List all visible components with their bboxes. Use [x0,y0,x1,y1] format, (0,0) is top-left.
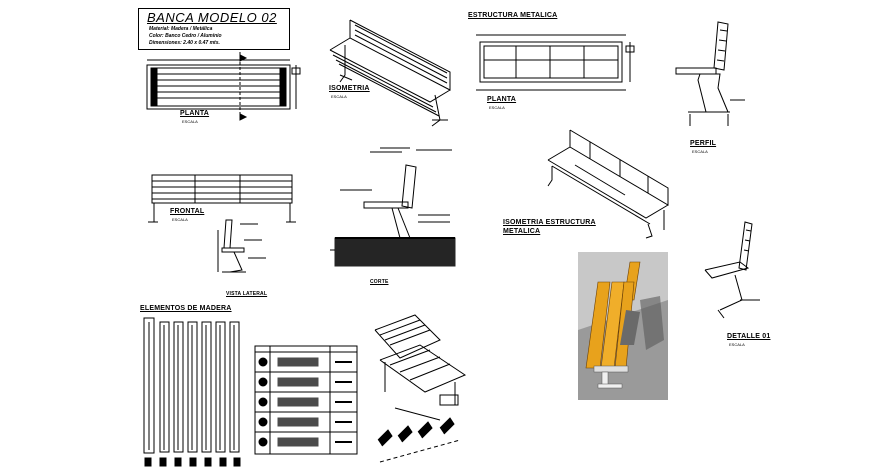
material-text: Material: Madera / Metálica [149,26,213,32]
label-vista-lateral: VISTA LATERAL [226,291,268,297]
label-isometria-estructura: ISOMETRIA ESTRUCTURA METALICA [503,219,596,235]
wood-elements-drawing [143,317,241,467]
scale-planta-estructura: ESCALA [489,105,505,110]
profile-view-drawing [675,21,745,126]
side-view-small-drawing [217,219,266,273]
title-block: BANCA MODELO 02 Material: Madera / Metál… [138,8,290,50]
scale-planta: ESCALA [182,119,198,124]
label-planta-estructura: PLANTA [487,96,517,103]
scale-perfil: ESCALA [692,149,708,154]
exploded-parts-drawing [377,417,461,463]
metal-structure-plan-drawing [476,34,635,91]
label-detalle: DETALLE 01 [727,333,771,340]
isometric-seat-drawing [374,314,467,421]
isometric-bench-drawing [329,19,451,127]
label-perfil: PERFIL [690,140,717,147]
plan-view-drawing [146,52,301,121]
label-elementos-madera: ELEMENTOS DE MADERA [140,305,232,312]
scale-detalle: ESCALA [729,342,745,347]
front-view-drawing [148,174,296,223]
label-estructura-metalica: ESTRUCTURA METALICA [468,12,558,19]
sections-table [254,345,358,455]
scale-frontal: ESCALA [172,217,188,222]
color-text: Color: Banco Cedro / Aluminio [149,33,222,39]
detail-drawing [704,221,760,319]
isometric-metal-structure-drawing [547,129,669,239]
label-isometria: ISOMETRIA [329,85,370,92]
section-drawing [330,147,456,267]
bench-render-image [578,252,668,400]
scale-isometria: ESCALA [331,94,347,99]
drawing-title: BANCA MODELO 02 [147,10,277,25]
label-planta: PLANTA [180,110,210,117]
dimensions-text: Dimensiones: 2.40 x 0.47 mts. [149,40,220,46]
label-corte: CORTE [370,279,389,285]
label-frontal: FRONTAL [170,208,205,215]
